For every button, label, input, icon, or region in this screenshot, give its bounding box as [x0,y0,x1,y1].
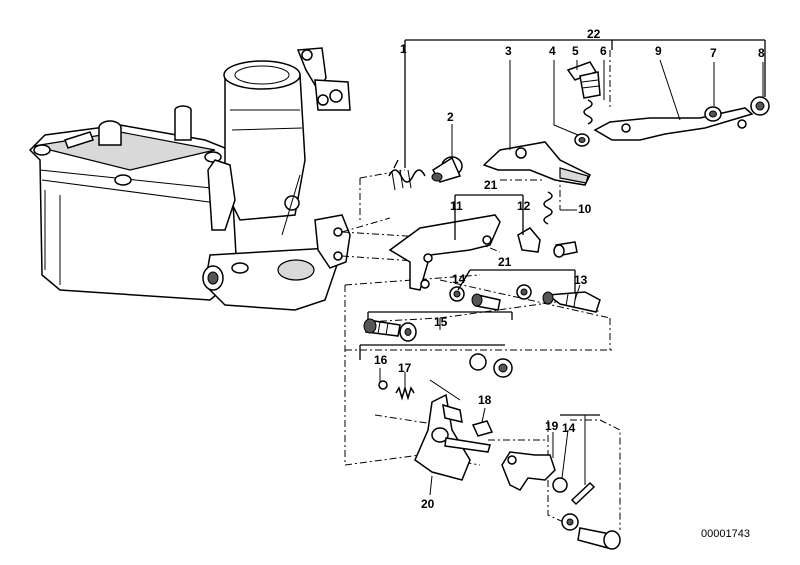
part-washer-lower [552,477,568,493]
callout-17: 17 [398,361,412,375]
callout-2: 2 [447,110,454,124]
part-clip-12 [517,227,541,253]
callout-22: 22 [587,27,601,41]
part-washer-15 [469,353,487,371]
callout-10: 10 [578,202,592,216]
part-bracket-3 [482,141,592,186]
part-washer-13 [516,284,532,300]
part-nut-15 [493,358,513,378]
part-bolt-bottom [577,527,621,550]
callout-12: 12 [517,199,531,213]
part-screw-5 [566,61,601,99]
callout-7: 7 [710,46,717,60]
part-pin-18 [471,420,494,437]
callout-3: 3 [505,44,512,58]
callout-19: 19 [545,419,559,433]
callout-labels: 22 1 3 4 5 6 9 7 8 2 10 21 11 12 21 14 1… [374,27,765,540]
part-spring-10 [543,191,553,225]
part-screw-14 [471,293,501,311]
part-nut-8 [750,96,770,116]
part-cotter-pin [570,481,596,506]
callout-14-lower: 14 [562,421,576,435]
leader-lines [359,39,766,496]
part-ball-16 [378,380,388,390]
part-screw-13 [542,291,601,313]
callout-20: 20 [421,497,435,511]
callout-18: 18 [478,393,492,407]
part-screw-upper [553,241,578,258]
part-washer-bottom [561,513,579,531]
part-screw-15 [363,318,401,337]
callout-1: 1 [400,42,407,56]
part-bushing-2 [431,156,463,183]
part-bracket-19 [501,451,556,491]
part-washer-4 [574,133,590,147]
reference-number: 00001743 [701,528,750,540]
part-lever-9 [593,107,754,141]
part-spring-6 [583,99,593,125]
part-spring-1 [388,159,426,191]
callout-21-upper: 21 [484,178,498,192]
callout-9: 9 [655,44,662,58]
part-lever-20 [414,393,491,481]
callout-8: 8 [758,46,765,60]
callout-13: 13 [574,273,588,287]
alignment-lines [341,50,621,530]
callout-4: 4 [549,44,556,58]
part-bushing-15 [399,322,417,342]
callout-15: 15 [434,315,448,329]
callout-11: 11 [450,199,463,213]
carburetor-body [28,47,351,311]
callout-16: 16 [374,353,388,367]
part-washer-14 [449,286,465,302]
part-plate-11 [388,214,501,291]
part-washer-7 [704,106,722,122]
callout-5: 5 [572,44,579,58]
callout-21-lower: 21 [498,255,512,269]
callout-14-upper: 14 [452,272,466,286]
callout-6: 6 [600,44,607,58]
